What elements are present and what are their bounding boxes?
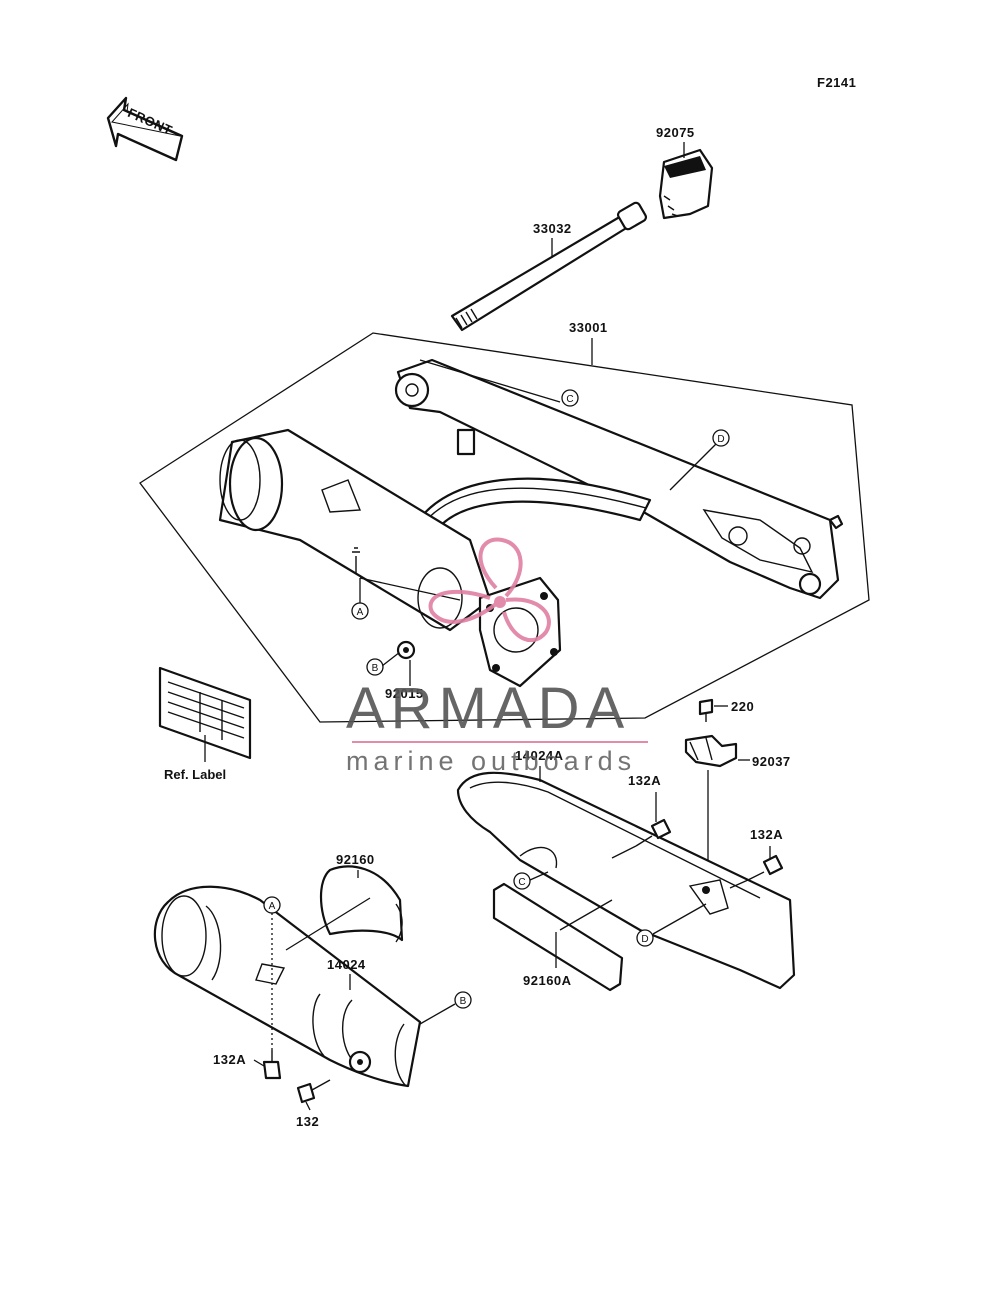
label-132A-left: 132A (213, 1052, 246, 1067)
front-arrow-icon: FRONT (106, 96, 184, 162)
svg-text:C: C (566, 394, 573, 405)
watermark-brand: ARMADA (346, 676, 630, 741)
svg-text:C: C (518, 877, 525, 888)
figure-code: F2141 (817, 75, 856, 90)
bolt-132A-left (262, 1050, 282, 1080)
label-92160: 92160 (336, 852, 375, 867)
rubber-pad-92160 (320, 865, 404, 943)
label-220: 220 (731, 699, 754, 714)
svg-text:B: B (460, 996, 467, 1007)
watermark: ARMADA marine outboards (346, 537, 648, 776)
callout-c-bottom: C (513, 872, 531, 890)
svg-text:B: B (372, 663, 379, 674)
callout-a-top: A (351, 602, 369, 620)
tube-cover-14024 (153, 885, 422, 1088)
bolt-132A-right (747, 854, 784, 881)
callout-b-top: B (366, 658, 384, 676)
svg-text:D: D (717, 434, 724, 445)
ref-label-text: Ref. Label (164, 767, 226, 782)
label-132A-right: 132A (750, 827, 783, 842)
swingarm-assembly-outline (139, 332, 870, 723)
label-132A-top: 132A (628, 773, 661, 788)
callout-b-bottom: B (454, 991, 472, 1009)
label-33001: 33001 (569, 320, 608, 335)
propeller-logo-icon (428, 537, 551, 643)
label-92037: 92037 (752, 754, 791, 769)
rubber-pad-92160A (492, 882, 624, 992)
label-14024: 14024 (327, 957, 366, 972)
label-92075: 92075 (656, 125, 695, 140)
callout-d-bottom: D (636, 929, 654, 947)
callout-d-top: D (712, 429, 730, 447)
callout-a-bottom: A (263, 896, 281, 914)
watermark-tagline: marine outboards (346, 746, 636, 776)
bolt-132 (296, 1079, 331, 1104)
swingarm (218, 358, 844, 688)
screw-220 (698, 698, 714, 722)
label-33032: 33032 (533, 221, 572, 236)
svg-text:D: D (641, 934, 648, 945)
svg-text:A: A (357, 607, 364, 618)
label-92015: 92015 (385, 686, 424, 701)
label-132: 132 (296, 1114, 319, 1129)
chain-cover-14024A (456, 771, 796, 990)
label-92160A: 92160A (523, 973, 572, 988)
label-14024A: 14024A (515, 748, 564, 763)
callout-c-top: C (561, 389, 579, 407)
reference-label-sticker (158, 666, 252, 760)
svg-text:A: A (269, 901, 276, 912)
washer-92015 (396, 640, 416, 660)
chain-guide-slipper (658, 148, 714, 220)
clamp-92037 (684, 734, 738, 768)
bolt-132A-top (635, 818, 672, 847)
pivot-shaft (450, 201, 648, 332)
